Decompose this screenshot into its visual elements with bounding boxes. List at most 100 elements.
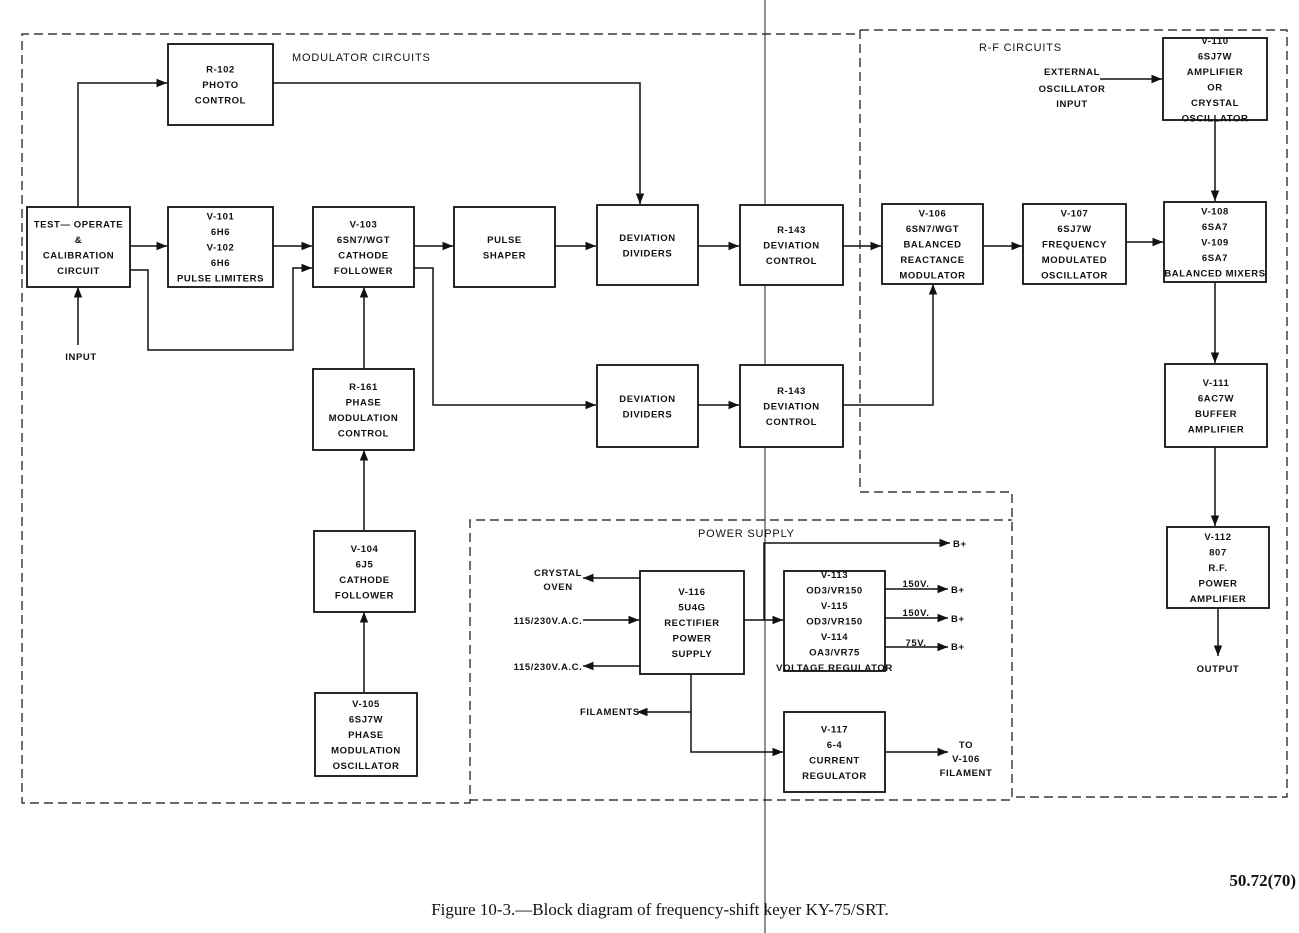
block-label-line: 6SN7/WGT	[906, 224, 959, 235]
block-label-line: SUPPLY	[672, 649, 713, 660]
pulse-shaper-block: PULSE SHAPER	[453, 206, 556, 288]
block-label-line: DIVIDERS	[623, 409, 673, 420]
block-label-line: CATHODE	[339, 575, 389, 586]
block-label-line: POWER	[673, 634, 712, 645]
b-plus-label: B+	[951, 642, 965, 653]
block-label-line: TEST— OPERATE	[34, 219, 123, 230]
voltage-75-label: 75V.	[905, 638, 926, 649]
block-label-line: V-113	[821, 570, 848, 581]
block-label-line: RECTIFIER	[664, 618, 720, 629]
block-label-line: R-143	[777, 225, 806, 236]
block-label-line: V-110	[1201, 36, 1228, 47]
block-label-line: POWER	[1199, 579, 1238, 590]
block-label-line: DEVIATION	[763, 402, 819, 413]
blocks: TEST— OPERATE&CALIBRATIONCIRCUITR-102PHO…	[26, 36, 1270, 793]
block-label-line: &	[75, 235, 82, 246]
filaments-label: FILAMENTS	[580, 707, 640, 718]
block-label-line: 6H6	[211, 258, 230, 269]
block-label-line: V-116	[678, 587, 705, 598]
b-plus-label: B+	[953, 539, 967, 550]
block-label-line: CRYSTAL	[1191, 98, 1239, 109]
block-label-line: CONTROL	[338, 428, 389, 439]
block-label-line: 6AC7W	[1198, 393, 1234, 404]
block-label-line: REGULATOR	[802, 771, 867, 782]
block-label-line: SHAPER	[483, 250, 526, 261]
block-label-line: 6SJ7W	[1198, 51, 1232, 62]
deviation-dividers-block-2: DEVIATION DIVIDERS	[596, 364, 699, 448]
block-label-line: R-161	[349, 382, 378, 393]
block-label-line: 6SJ7W	[1057, 224, 1091, 235]
to-v106-filament-label: FILAMENT	[940, 768, 993, 779]
block-label-line: CALIBRATION	[43, 250, 114, 261]
block-label-line: 6SN7/WGT	[337, 235, 390, 246]
block-label-line: DEVIATION	[619, 394, 675, 405]
test-operate-calibration-block: TEST— OPERATE & CALIBRATION CIRCUIT	[26, 206, 131, 288]
external-oscillator-input-label: OSCILLATOR	[1039, 84, 1106, 95]
block-label-line: REACTANCE	[900, 255, 964, 266]
signal-wires	[73, 74, 1223, 757]
block-label-line: DIVIDERS	[623, 248, 673, 259]
block-label-line: V-115	[821, 601, 848, 612]
crystal-oven-label: OVEN	[543, 582, 572, 593]
block-label-line: AMPLIFIER	[1190, 594, 1247, 605]
block-label-line: PULSE LIMITERS	[177, 274, 264, 285]
block-label-line: V-117	[821, 724, 848, 735]
block-label-line: CIRCUIT	[57, 266, 100, 277]
figure-caption: Figure 10-3.—Block diagram of frequency-…	[431, 900, 889, 919]
voltage-150-label: 150V.	[903, 608, 930, 619]
block-label-line: OA3/VR75	[809, 648, 860, 659]
block-label-line: CONTROL	[766, 256, 817, 267]
block-label-line: BALANCED MIXERS	[1164, 269, 1265, 280]
block-label-line: V-104	[351, 544, 379, 555]
block-label-line: MODULATED	[1042, 255, 1107, 266]
block-label-line: V-101	[207, 212, 235, 223]
block-label-line: OD3/VR150	[806, 617, 863, 628]
modulator-circuits-label: MODULATOR CIRCUITS	[292, 52, 431, 64]
block-label-line: PULSE	[487, 235, 522, 246]
block-label-line: V-108	[1201, 207, 1229, 218]
block-label-line: DEVIATION	[763, 241, 819, 252]
block-label-line: 6H6	[211, 227, 230, 238]
block-label-line: CURRENT	[809, 755, 860, 766]
external-oscillator-input-label: EXTERNAL	[1044, 67, 1100, 78]
block-label-line: OSCILLATOR	[333, 761, 400, 772]
block-label-line: CATHODE	[338, 250, 388, 261]
block-label-line: R.F.	[1208, 563, 1227, 574]
output-label: OUTPUT	[1197, 664, 1240, 675]
block-label-line: 6SA7	[1202, 222, 1228, 233]
block-label-line: PHASE	[346, 397, 382, 408]
external-oscillator-input-label: INPUT	[1056, 99, 1088, 110]
block-label-line: V-107	[1061, 209, 1089, 220]
block-label-line: V-103	[350, 219, 378, 230]
block-label-line: 6SA7	[1202, 253, 1228, 264]
voltage-150-label: 150V.	[903, 579, 930, 590]
block-label-line: DEVIATION	[619, 233, 675, 244]
block-label-line: CONTROL	[195, 96, 246, 107]
block-label-line: R-102	[206, 65, 235, 76]
block-label-line: OSCILLATOR	[1041, 271, 1108, 282]
input-label: INPUT	[65, 352, 97, 363]
block-label-line: V-111	[1203, 378, 1230, 389]
block-label-line: OSCILLATOR	[1182, 113, 1249, 124]
block-label-line: MODULATION	[329, 413, 399, 424]
to-v106-filament-label: V-106	[952, 754, 980, 765]
b-plus-label: B+	[951, 614, 965, 625]
block-label-line: BALANCED	[903, 240, 961, 251]
block-label-line: R-143	[777, 386, 806, 397]
modulator-section-border	[21, 30, 1013, 804]
